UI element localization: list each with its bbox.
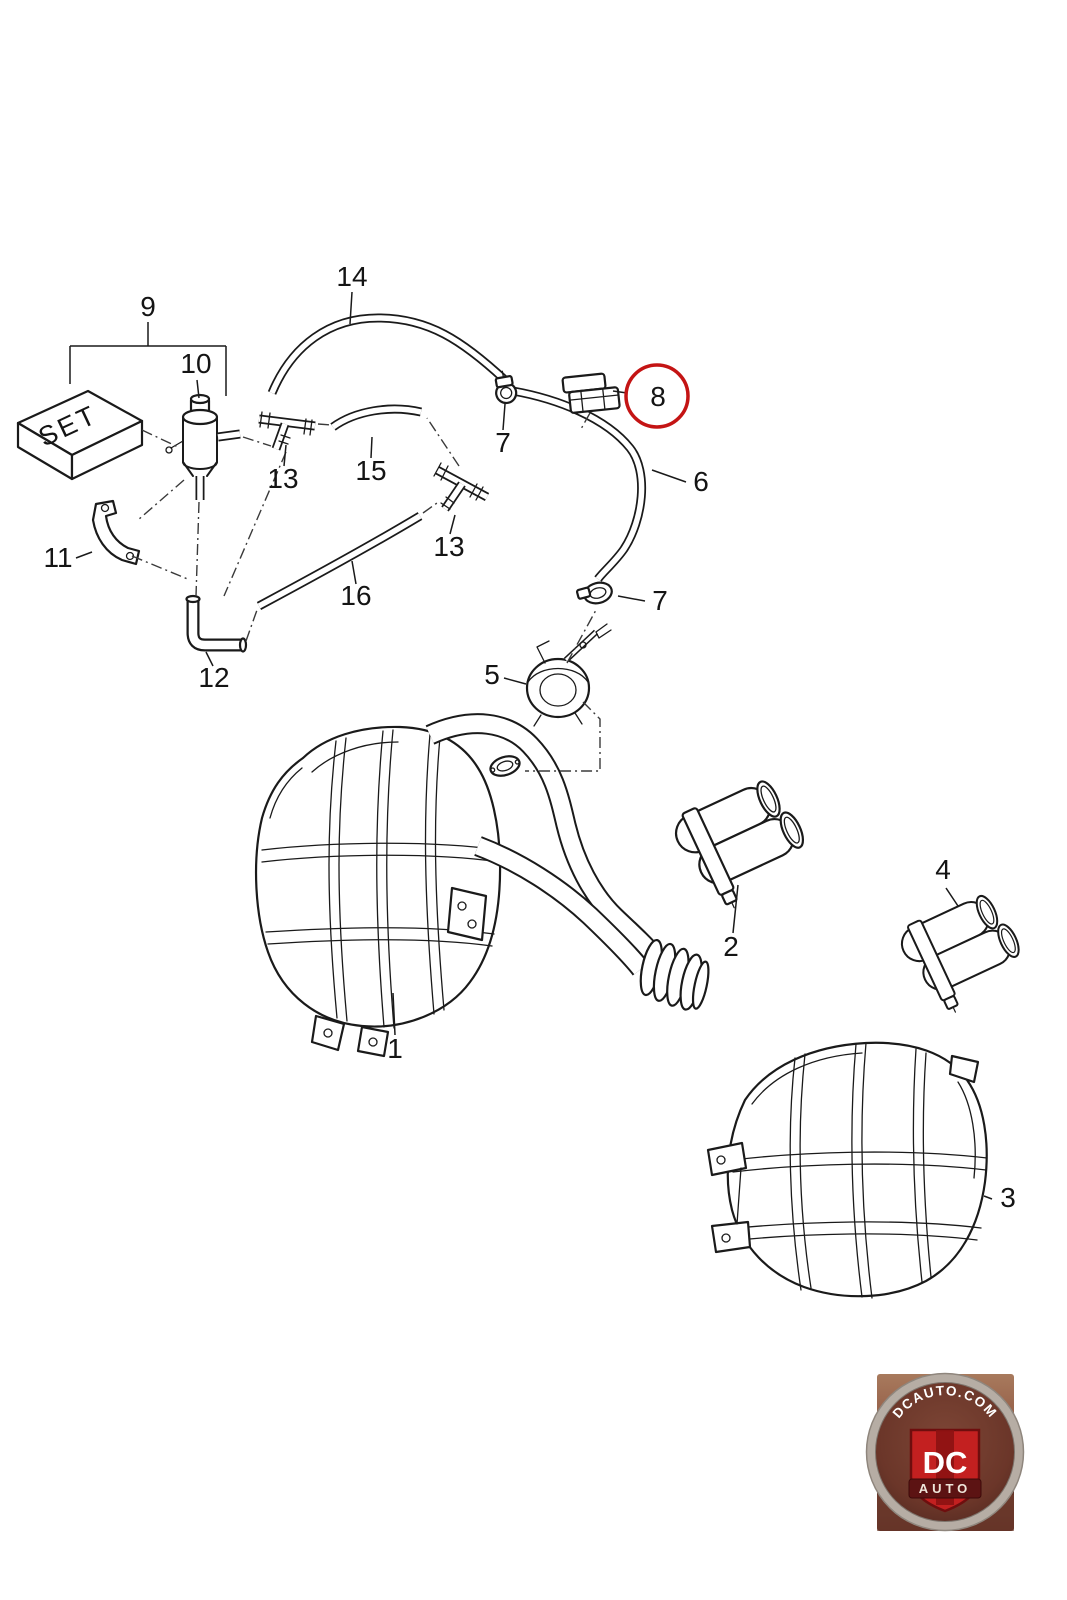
t-connector-13a (258, 411, 316, 451)
callout-8: 8 (650, 381, 666, 412)
hose-15 (330, 404, 422, 431)
callout-5: 5 (484, 659, 500, 690)
hose-clamp-7b (575, 581, 613, 605)
callout-3: 3 (1000, 1182, 1016, 1213)
tailpipe-4 (893, 885, 1035, 1023)
logo-auto-band (908, 1478, 982, 1499)
callout-10: 10 (180, 348, 211, 379)
corrugated-connector (639, 938, 710, 1011)
muffler-3 (706, 1041, 988, 1299)
exhaust-pipes (425, 713, 710, 1011)
callout-9: 9 (140, 291, 156, 322)
callouts: 1 2 3 4 5 6 7 7 8 9 10 11 12 13 13 14 15… (43, 261, 1015, 1213)
hose-6 (512, 386, 647, 582)
highlight-circle (624, 363, 690, 429)
assembly-lines (131, 412, 601, 772)
solenoid-valve-10 (165, 393, 241, 500)
callout-14: 14 (336, 261, 367, 292)
callout-13a: 13 (267, 463, 298, 494)
callout-12: 12 (198, 662, 229, 693)
callout-1: 1 (387, 1033, 403, 1064)
hose-clamp-7a (494, 370, 518, 405)
callout-6: 6 (693, 466, 709, 497)
hose-14 (267, 313, 510, 395)
callout-13b: 13 (433, 531, 464, 562)
set-box-right (70, 419, 144, 481)
logo-badge-inner-edge (875, 1382, 1015, 1522)
muffler-1 (254, 725, 502, 1058)
flap-flange (489, 755, 521, 777)
callout-9-bracket (69, 322, 227, 396)
callout-15: 15 (355, 455, 386, 486)
t-connector-13b (433, 462, 490, 512)
callout-2: 2 (723, 931, 739, 962)
callout-7b: 7 (652, 585, 668, 616)
vacuum-actuator-5 (525, 623, 612, 727)
callout-11: 11 (43, 542, 72, 573)
tailpipe-2 (667, 770, 821, 919)
set-box: SET (16, 389, 144, 481)
dcauto-logo: DCAUTO.COM DC AUTO (865, 1372, 1025, 1532)
leader-lines (69, 291, 993, 1200)
callout-16: 16 (340, 580, 371, 611)
logo-dc-text: DC (923, 1445, 968, 1480)
callout-7a: 7 (495, 427, 511, 458)
elbow-pipe-12 (185, 594, 248, 653)
logo-badge-outer-edge (865, 1372, 1025, 1532)
logo-auto-text: AUTO (919, 1481, 972, 1496)
hose-16 (256, 512, 423, 610)
callout-4: 4 (935, 854, 951, 885)
retaining-clip-8 (561, 372, 621, 414)
callout-leaders (75, 291, 993, 1200)
bracket-11 (91, 499, 141, 566)
